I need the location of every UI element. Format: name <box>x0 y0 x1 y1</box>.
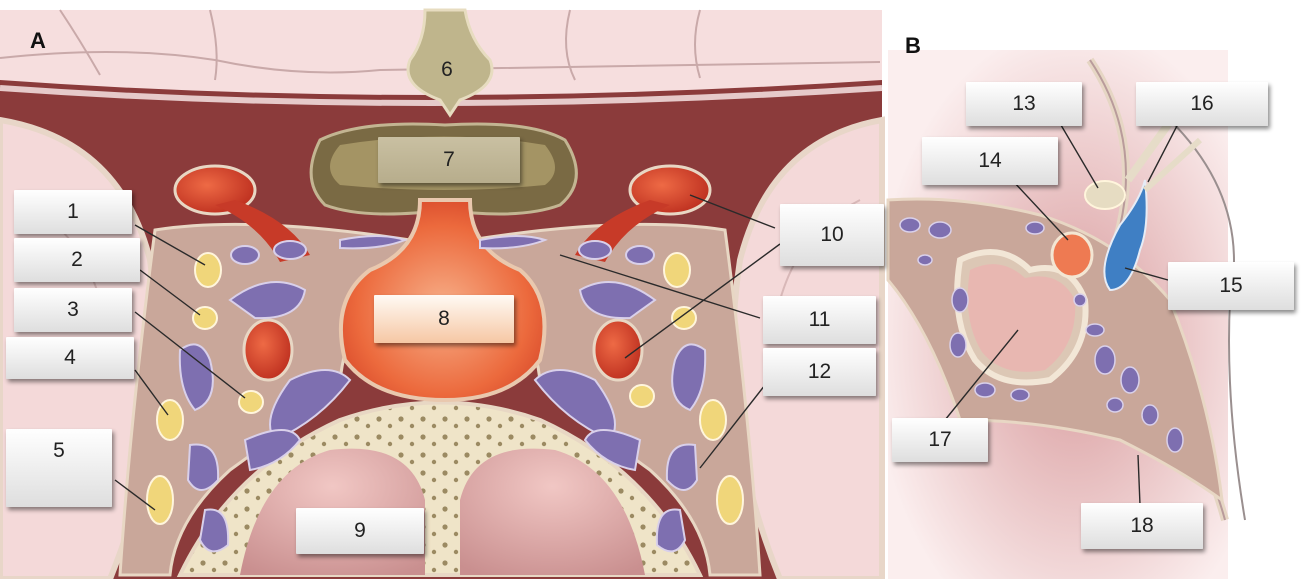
label-11: 11 <box>763 296 876 344</box>
panel-letter-a: A <box>30 28 46 54</box>
panel-letter-b: B <box>905 33 921 59</box>
label-13: 13 <box>966 82 1082 126</box>
label-14: 14 <box>922 137 1058 185</box>
panel-b-illustration <box>888 50 1245 579</box>
label-7: 7 <box>378 137 520 183</box>
label-9: 9 <box>296 508 424 554</box>
label-12: 12 <box>763 348 876 396</box>
label-5: 5 <box>6 429 112 507</box>
label-16: 16 <box>1136 82 1268 126</box>
label-3: 3 <box>14 288 132 332</box>
label-10: 10 <box>780 204 884 266</box>
label-2: 2 <box>14 238 140 282</box>
label-4: 4 <box>6 337 134 379</box>
label-1: 1 <box>14 190 132 234</box>
label-18: 18 <box>1081 503 1203 549</box>
label-17: 17 <box>892 418 988 462</box>
label-8: 8 <box>374 295 514 343</box>
label-6: 6 <box>412 50 482 90</box>
label-15: 15 <box>1168 262 1294 310</box>
